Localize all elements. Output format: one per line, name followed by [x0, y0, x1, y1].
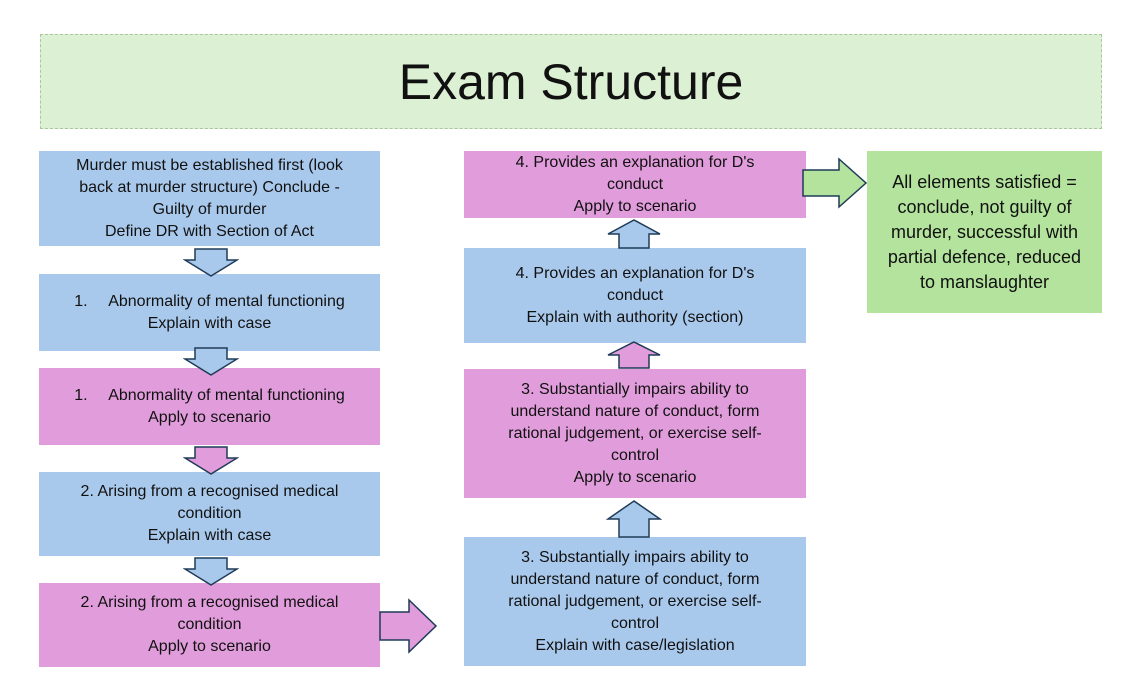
step-text: Explain with authority (section)	[526, 308, 744, 326]
step-number: 1.	[74, 386, 88, 404]
conclusion-text: murder, successful with	[890, 221, 1079, 242]
up-arrow-icon	[607, 219, 661, 249]
page-title: Exam Structure	[398, 53, 744, 110]
step-abnormality-explain: 1. Abnormality of mental functioning Expl…	[39, 274, 380, 351]
step-text: 4. Provides an explanation for D's	[515, 264, 755, 282]
step-text: understand nature of conduct, form	[510, 402, 760, 420]
step-text: back at murder structure) Conclude -	[79, 178, 340, 196]
step-text: rational judgement, or exercise self-	[508, 592, 762, 610]
step-text: condition	[177, 616, 242, 633]
conclusion-text: All elements satisfied =	[892, 171, 1077, 192]
down-arrow-icon	[183, 557, 239, 586]
conclusion-box: All elements satisfied = conclude, not g…	[867, 151, 1102, 313]
step-heading: Abnormality of mental functioning	[108, 386, 345, 404]
step-text: understand nature of conduct, form	[510, 570, 760, 588]
step-text: condition	[177, 505, 242, 522]
step-text: Murder must be established first (look	[76, 156, 343, 174]
step-text: Guilty of murder	[152, 200, 267, 218]
title-banner: Exam Structure	[40, 34, 1102, 129]
step-subtext: Apply to scenario	[148, 408, 271, 426]
step-subtext: Explain with case	[147, 314, 272, 332]
step-text: rational judgement, or exercise self-	[508, 424, 762, 442]
step-text: 3. Substantially impairs ability to	[521, 548, 749, 566]
step-text: Apply to scenario	[573, 468, 697, 486]
step-substantial-impairment-apply: 3. Substantially impairs ability to unde…	[464, 369, 806, 498]
step-medical-condition-apply: 2. Arising from a recognised medical con…	[39, 583, 380, 667]
step-number: 1.	[74, 292, 88, 310]
step-text: Explain with case	[147, 527, 272, 544]
step-medical-condition-explain: 2. Arising from a recognised medical con…	[39, 472, 380, 556]
conclusion-text: conclude, not guilty of	[897, 196, 1072, 217]
step-text: control	[610, 614, 660, 632]
down-arrow-icon	[183, 446, 239, 475]
step-murder-established: Murder must be established first (look b…	[39, 151, 380, 246]
step-text: Define DR with Section of Act	[105, 222, 314, 240]
step-explanation-explain: 4. Provides an explanation for D's condu…	[464, 248, 806, 343]
step-text: control	[610, 446, 660, 464]
step-substantial-impairment-explain: 3. Substantially impairs ability to unde…	[464, 537, 806, 666]
step-text: 2. Arising from a recognised medical	[80, 483, 339, 500]
step-text: Apply to scenario	[148, 638, 271, 655]
step-text: conduct	[606, 175, 664, 193]
conclusion-text: to manslaughter	[919, 271, 1050, 292]
step-heading: Abnormality of mental functioning	[108, 292, 345, 310]
step-text: Explain with case/legislation	[535, 636, 735, 654]
step-text: conduct	[606, 286, 664, 304]
down-arrow-icon	[183, 248, 239, 277]
up-arrow-icon	[606, 500, 662, 538]
step-abnormality-apply: 1. Abnormality of mental functioning Appl…	[39, 368, 380, 445]
conclusion-text: partial defence, reduced	[887, 246, 1082, 267]
step-explanation-apply: 4. Provides an explanation for D's condu…	[464, 151, 806, 218]
step-text: Apply to scenario	[573, 197, 697, 215]
step-text: 4. Provides an explanation for D's	[515, 153, 755, 171]
up-arrow-icon	[607, 341, 661, 369]
step-text: 2. Arising from a recognised medical	[80, 594, 339, 611]
step-text: 3. Substantially impairs ability to	[521, 380, 749, 398]
right-arrow-icon	[379, 598, 438, 654]
right-arrow-icon	[802, 157, 868, 209]
down-arrow-icon	[183, 347, 239, 376]
